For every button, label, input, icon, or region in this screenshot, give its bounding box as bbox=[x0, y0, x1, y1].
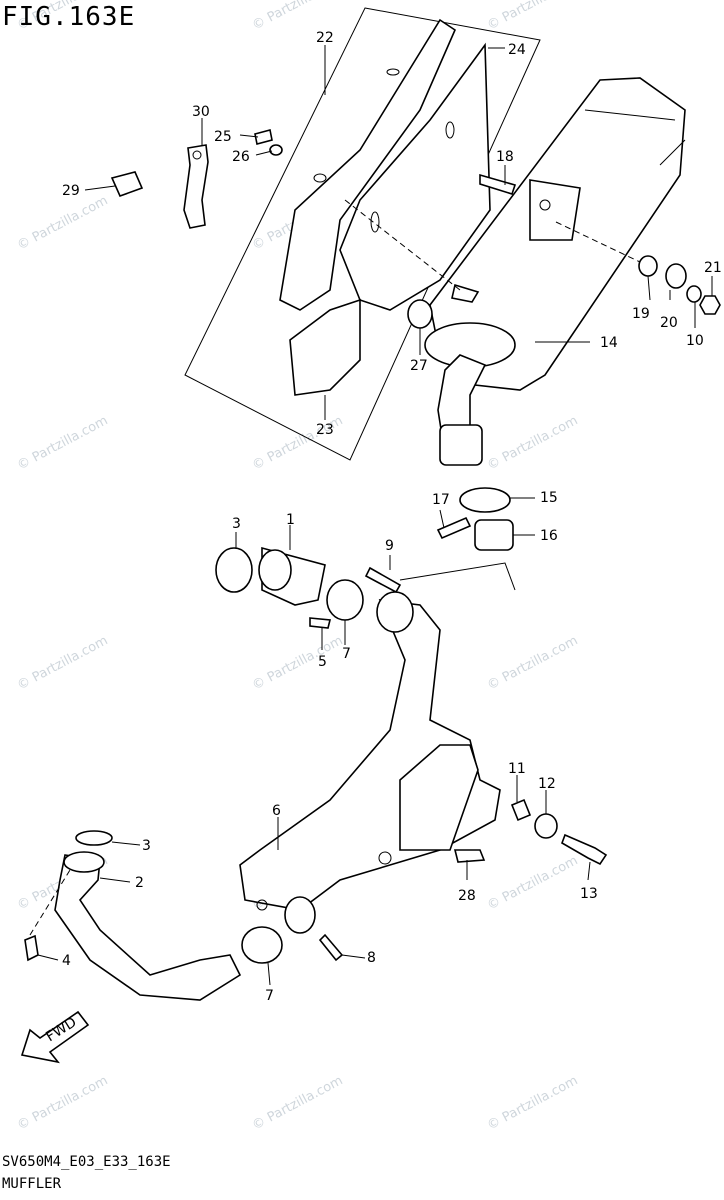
callout-30: 30 bbox=[192, 104, 210, 120]
nut-21 bbox=[699, 295, 721, 315]
callout-25: 25 bbox=[214, 129, 232, 145]
gasket-7-lower bbox=[241, 926, 283, 964]
callout-4: 4 bbox=[62, 953, 71, 969]
callout-17: 17 bbox=[432, 492, 450, 508]
callout-21: 21 bbox=[704, 260, 722, 276]
heat-shield-22 bbox=[279, 18, 457, 311]
fwd-arrow-icon: FWD bbox=[20, 1010, 90, 1064]
callout-8: 8 bbox=[367, 950, 376, 966]
callout-23: 23 bbox=[316, 422, 334, 438]
gasket-3-upper bbox=[215, 547, 253, 593]
callout-11: 11 bbox=[508, 761, 526, 777]
callout-9: 9 bbox=[385, 538, 394, 554]
exhaust-pipe-2 bbox=[54, 854, 242, 1001]
gasket-16 bbox=[474, 519, 514, 551]
callout-19: 19 bbox=[632, 306, 650, 322]
washer-26 bbox=[269, 144, 283, 156]
watermark-text: © Partzilla.com bbox=[15, 413, 111, 473]
callout-1: 1 bbox=[286, 512, 295, 528]
callout-7-upper: 7 bbox=[342, 646, 351, 662]
watermark-text: © Partzilla.com bbox=[485, 413, 581, 473]
bolt-13 bbox=[561, 833, 608, 866]
callout-20: 20 bbox=[660, 315, 678, 331]
watermark-text: © Partzilla.com bbox=[250, 0, 346, 34]
muffler-chamber bbox=[399, 744, 479, 851]
bolt-9 bbox=[364, 566, 402, 594]
callout-24: 24 bbox=[508, 42, 526, 58]
watermark-text: © Partzilla.com bbox=[250, 1073, 346, 1133]
muffler-inlet-sleeve bbox=[439, 424, 483, 466]
callout-7-lower: 7 bbox=[265, 988, 274, 1004]
collar-11 bbox=[510, 798, 532, 822]
cushion-20 bbox=[665, 263, 687, 289]
watermark-text: © Partzilla.com bbox=[15, 1073, 111, 1133]
watermark-text: © Partzilla.com bbox=[485, 0, 581, 34]
watermark-text: © Partzilla.com bbox=[250, 633, 346, 693]
bolt-18 bbox=[479, 173, 517, 195]
watermark-text: © Partzilla.com bbox=[15, 633, 111, 693]
sensor-28 bbox=[453, 849, 486, 863]
callout-16: 16 bbox=[540, 528, 558, 544]
leader-lines bbox=[37, 45, 713, 986]
callout-14: 14 bbox=[600, 335, 618, 351]
watermark-text: © Partzilla.com bbox=[485, 633, 581, 693]
callout-29: 29 bbox=[62, 183, 80, 199]
bolt-5 bbox=[309, 617, 332, 629]
muffler-bracket bbox=[529, 179, 581, 241]
callout-26: 26 bbox=[232, 149, 250, 165]
clamp-15 bbox=[459, 487, 511, 513]
stay-30 bbox=[183, 144, 209, 229]
callout-27: 27 bbox=[410, 358, 428, 374]
cushion-12 bbox=[534, 813, 558, 839]
figure-code: SV650M4_E03_E33_163E bbox=[2, 1154, 171, 1170]
callout-12: 12 bbox=[538, 776, 556, 792]
bolt-4 bbox=[24, 934, 39, 962]
figure-name: MUFFLER bbox=[2, 1176, 62, 1192]
gasket-7-upper bbox=[326, 579, 364, 621]
heat-shield-23 bbox=[289, 298, 361, 396]
callout-18: 18 bbox=[496, 149, 514, 165]
callout-5: 5 bbox=[318, 654, 327, 670]
callout-28: 28 bbox=[458, 888, 476, 904]
gasket-3-lower bbox=[75, 830, 113, 846]
callout-2: 2 bbox=[135, 875, 144, 891]
bolt-25 bbox=[254, 129, 273, 145]
watermark-text: © Partzilla.com bbox=[15, 193, 111, 253]
bolt-8 bbox=[318, 933, 344, 962]
bolt-17 bbox=[436, 516, 472, 540]
callout-6: 6 bbox=[272, 803, 281, 819]
washer-10 bbox=[686, 285, 702, 303]
callout-10: 10 bbox=[686, 333, 704, 349]
heat-shield-outline bbox=[184, 7, 541, 461]
collar-19 bbox=[638, 255, 658, 277]
bush-27 bbox=[407, 299, 433, 329]
clamp-29 bbox=[110, 171, 144, 198]
callout-3-upper: 3 bbox=[232, 516, 241, 532]
callout-22: 22 bbox=[316, 30, 334, 46]
callout-15: 15 bbox=[540, 490, 558, 506]
figure-title: FIG.163E bbox=[2, 2, 136, 32]
callout-3-lower: 3 bbox=[142, 838, 151, 854]
watermark-text: © Partzilla.com bbox=[485, 1073, 581, 1133]
callout-13: 13 bbox=[580, 886, 598, 902]
watermark-text: © Partzilla.com bbox=[485, 853, 581, 913]
